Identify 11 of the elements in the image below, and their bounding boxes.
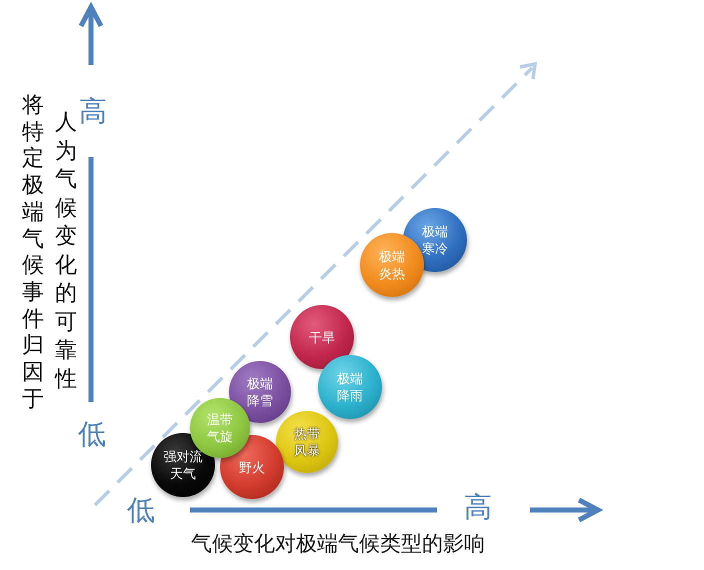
scale-label: 低 [127,496,155,526]
axis-title: 气候变化对极端气候类型的影响 [191,532,485,556]
bubble: 极端降雨 [318,355,382,419]
bubble: 热带风暴 [276,411,338,473]
axis-title: 将特定极端气候事件归因于 [21,92,45,412]
scale-label: 高 [464,492,492,524]
bubble: 干旱 [290,305,354,369]
axis-title: 人为气候变化的可靠性 [54,108,78,392]
scale-label: 低 [78,420,106,450]
scale-label: 高 [79,96,107,128]
bubble: 极端炎热 [360,233,424,297]
